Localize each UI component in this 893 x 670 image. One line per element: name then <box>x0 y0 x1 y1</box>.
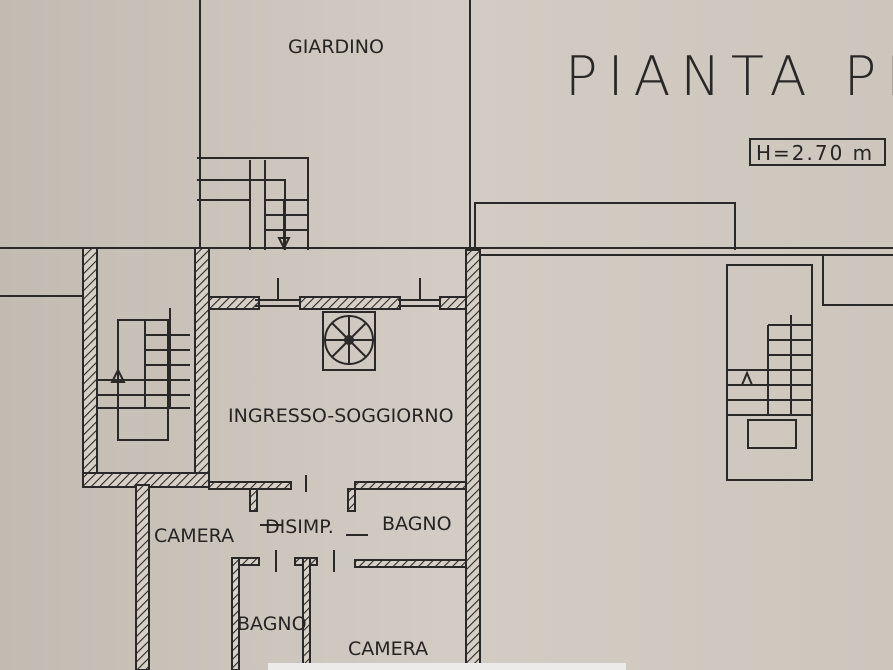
room-label-bedroom-left: CAMERA <box>154 525 234 547</box>
height-label-box <box>749 138 886 166</box>
overlay-strip <box>268 663 626 670</box>
room-label-garden: GIARDINO <box>288 36 384 58</box>
stair-left <box>97 308 190 441</box>
stair-garden <box>197 157 309 251</box>
outlines <box>0 0 893 306</box>
room-label-living: INGRESSO-SOGGIORNO <box>228 405 454 427</box>
spiral-stair <box>322 311 376 371</box>
windows <box>255 278 440 572</box>
stair-right <box>726 264 813 481</box>
room-label-hallway: DISIMP. <box>265 516 334 538</box>
walls <box>82 247 481 670</box>
room-label-bathroom-right: BAGNO <box>382 513 452 535</box>
plan-title: PIANTA PI <box>565 45 893 108</box>
height-label: H=2.70 m <box>756 141 874 165</box>
room-label-bathroom-lower: BAGNO <box>237 613 307 635</box>
room-label-bedroom-lower: CAMERA <box>348 638 428 660</box>
